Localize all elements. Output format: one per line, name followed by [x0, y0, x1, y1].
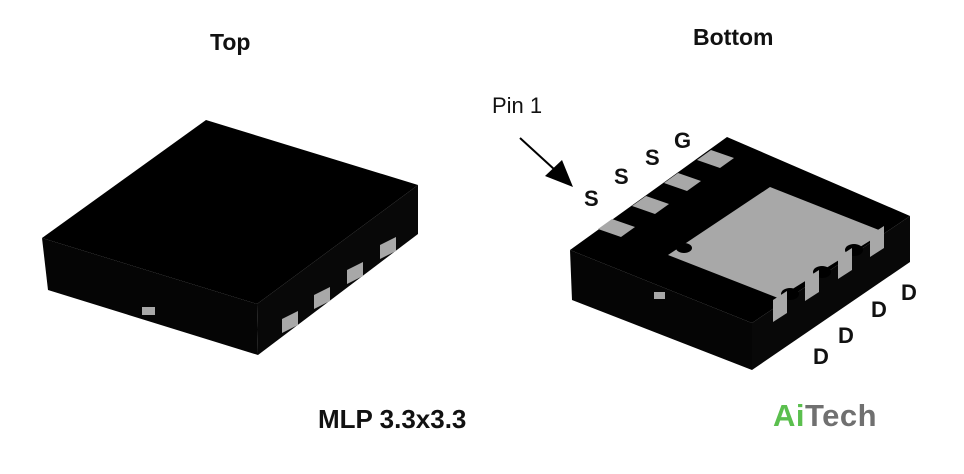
pin1-label: Pin 1 [492, 93, 543, 118]
bottom-view-left-face [570, 250, 752, 370]
drain-side-pad [773, 291, 787, 322]
package-name: MLP 3.3x3.3 [318, 404, 467, 434]
drain-side-pad [805, 270, 819, 301]
top-view-package [42, 120, 418, 355]
pin-label-drain-4: D [901, 280, 917, 305]
pin-label-drain-3: D [871, 297, 887, 322]
drain-side-pad [870, 226, 884, 257]
logo-part-ai: Ai [773, 398, 805, 433]
pin-label-drain-1: D [813, 344, 829, 369]
pin-label-source-3: S [645, 145, 660, 170]
top-view-top-face [42, 120, 418, 304]
aitech-logo: AiTech [773, 398, 877, 434]
top-view-left-face [42, 238, 258, 355]
pin-label-drain-2: D [838, 323, 854, 348]
bottom-view-package [570, 137, 910, 370]
gate-pad [697, 150, 734, 168]
drain-side-pad [838, 248, 852, 279]
thermal-pad-hole [676, 243, 692, 253]
top-view-pad [314, 287, 330, 309]
top-view-pad [380, 237, 396, 259]
source-pad-3 [664, 173, 701, 191]
top-view-title: Top [210, 29, 251, 55]
top-view-pad [282, 311, 298, 333]
bottom-view-title: Bottom [693, 24, 774, 50]
logo-part-tech: Tech [805, 398, 878, 433]
source-pad-1 [598, 219, 635, 237]
pin-label-gate: G [674, 128, 692, 153]
source-pad-2 [632, 196, 669, 214]
pin-label-source-1: S [584, 186, 599, 211]
drain-thermal-pad [668, 187, 884, 298]
top-view-pad [347, 262, 363, 284]
bottom-view-pin1-marker [654, 292, 665, 299]
pin-label-source-2: S [614, 164, 629, 189]
top-view-pin1-marker [142, 307, 155, 315]
pin1-arrow [519, 137, 573, 187]
